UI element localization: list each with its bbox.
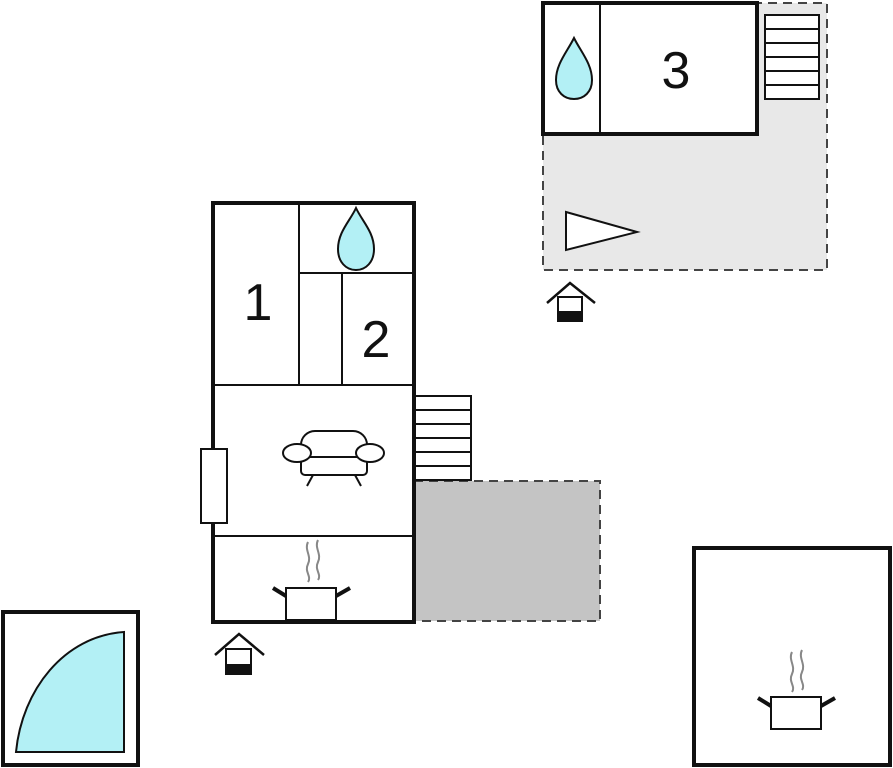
stairs-icon [764,14,820,100]
room-label-3: 3 [662,42,691,100]
entrance-icon [546,281,596,322]
water-drop-icon [554,35,594,101]
cooking-pot-icon [271,586,351,621]
main-house [211,201,416,624]
main-terrace [413,480,601,622]
cooking-pot-icon [305,539,321,583]
sofa-icon [282,430,385,487]
wall-window [200,448,228,524]
cooking-pot-icon [789,649,805,693]
entrance-icon [214,632,265,675]
room-label-2: 2 [362,311,391,369]
room-label-1: 1 [244,274,273,332]
stairs-icon [413,395,472,481]
cooking-pot-icon [756,696,836,730]
direction-arrow-icon [565,210,641,252]
pool-icon [1,610,140,767]
water-drop-icon [336,205,376,272]
